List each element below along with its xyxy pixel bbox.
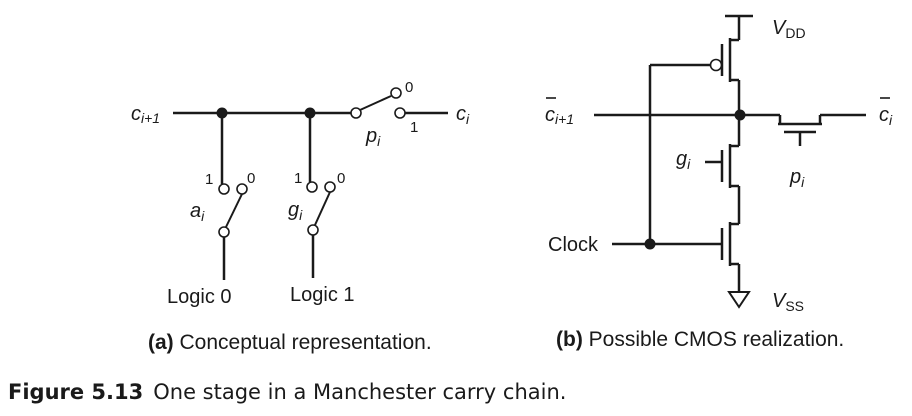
label-vdd: VDD — [772, 17, 806, 41]
panel-b-cmos: ci+1 ci VDD VSS gi pi Clock (b) Possible… — [545, 14, 893, 351]
switch-p-contact-1 — [394, 107, 406, 119]
switch-a-pivot — [218, 226, 230, 238]
label-g-pos-0: 0 — [337, 170, 345, 187]
label-c-i-a: ci — [456, 103, 470, 127]
label-p-pos-1: 1 — [410, 119, 418, 136]
label-logic-1: Logic 1 — [290, 284, 355, 306]
caption-b: (b) Possible CMOS realization. — [556, 328, 844, 351]
label-c-i-plus-1-b: ci+1 — [545, 104, 574, 127]
switch-a-blade — [225, 193, 243, 228]
label-p-pos-0: 0 — [405, 79, 413, 96]
label-a-i: ai — [190, 200, 205, 224]
switch-g-contact-1 — [306, 181, 318, 193]
label-c-i-plus-1-a: ci+1 — [131, 103, 160, 126]
switch-g-blade — [314, 191, 331, 226]
switch-p-contact-0 — [390, 87, 402, 99]
clock-junction-dot — [644, 238, 656, 250]
label-a-pos-1: 1 — [205, 171, 213, 188]
label-g-i-b: gi — [676, 148, 691, 172]
switch-a-contact-1 — [218, 183, 230, 195]
pmos-gate-bubble — [709, 58, 723, 72]
switch-p-pivot — [350, 107, 362, 119]
switch-g-pivot — [307, 224, 319, 236]
label-g-i-a: gi — [288, 199, 303, 223]
label-logic-0: Logic 0 — [167, 286, 232, 308]
label-p-i-b: pi — [789, 166, 805, 190]
switch-p-blade — [359, 95, 392, 111]
label-a-pos-0: 0 — [247, 170, 255, 187]
label-c-i-b: ci — [879, 104, 893, 128]
label-g-pos-1: 1 — [294, 170, 302, 187]
panel-a-conceptual: ci+1 ci pi 0 1 1 0 ai 1 0 gi Logic 0 Log… — [131, 79, 470, 354]
label-vss: VSS — [772, 290, 804, 314]
label-p-i-a: pi — [365, 125, 381, 149]
switch-g-contact-0 — [324, 181, 336, 193]
switch-a-contact-0 — [236, 183, 248, 195]
vss-ground-symbol — [727, 291, 751, 309]
caption-a: (a) Conceptual representation. — [148, 331, 432, 354]
label-clock: Clock — [548, 234, 599, 256]
